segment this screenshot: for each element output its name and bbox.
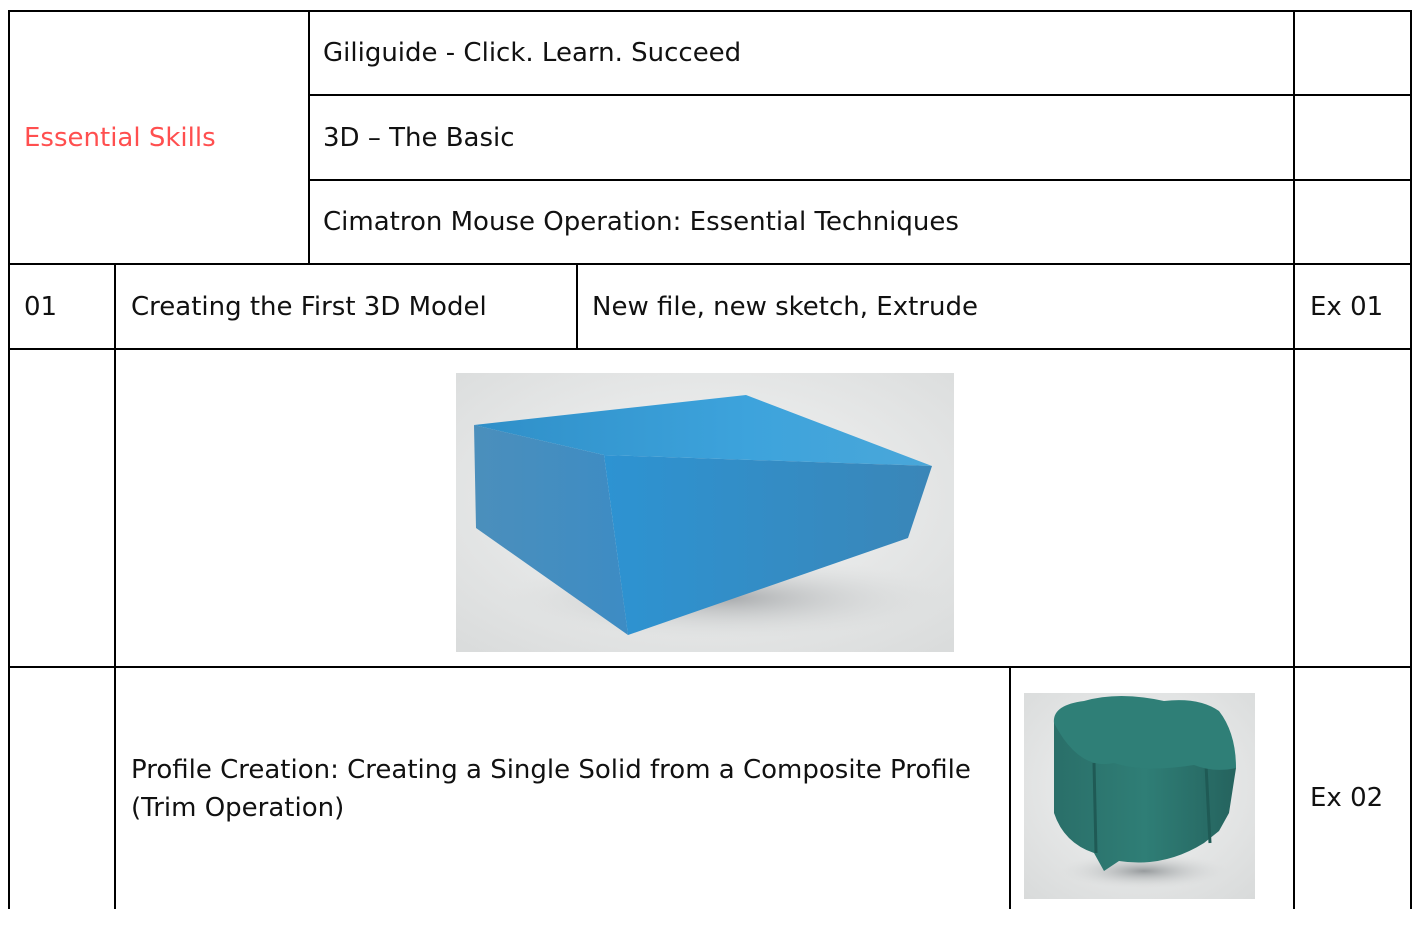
composite-profile-solid-render-image bbox=[1024, 693, 1255, 899]
table-row-divider bbox=[8, 263, 1412, 265]
brand-line: Giliguide - Click. Learn. Succeed bbox=[323, 38, 742, 68]
table-col-divider bbox=[576, 263, 578, 350]
block-top-face bbox=[474, 395, 932, 466]
section-label: Essential Skills bbox=[24, 122, 216, 153]
lesson-number: 01 bbox=[24, 291, 58, 322]
table-border-left bbox=[8, 10, 10, 909]
table-col-divider bbox=[114, 263, 116, 909]
table-border-top bbox=[8, 10, 1412, 12]
extruded-block-render-image bbox=[456, 373, 954, 652]
lesson-description: New file, new sketch, Extrude bbox=[592, 291, 978, 322]
exercise-label: Ex 01 bbox=[1310, 291, 1384, 322]
table-row-divider bbox=[308, 94, 1412, 96]
table-col-divider bbox=[308, 10, 310, 264]
exercise-label: Ex 02 bbox=[1310, 783, 1384, 813]
solid-edge bbox=[1092, 762, 1098, 854]
table-row-divider bbox=[8, 666, 1412, 668]
block-left-face bbox=[474, 425, 628, 635]
solid-edge bbox=[1204, 764, 1212, 844]
table-row-divider bbox=[8, 348, 1412, 350]
topic-title: Cimatron Mouse Operation: Essential Tech… bbox=[323, 207, 959, 237]
lesson-title: Creating the First 3D Model bbox=[131, 291, 487, 322]
table-row-divider bbox=[308, 179, 1412, 181]
lesson-title: Profile Creation: Creating a Single Soli… bbox=[131, 754, 971, 823]
category-title: 3D – The Basic bbox=[323, 122, 515, 153]
table-col-divider bbox=[1293, 10, 1295, 909]
solid-top-face bbox=[1053, 696, 1236, 770]
block-front-face bbox=[604, 455, 932, 635]
table-border-right bbox=[1410, 10, 1412, 909]
table-col-divider bbox=[1009, 666, 1011, 909]
